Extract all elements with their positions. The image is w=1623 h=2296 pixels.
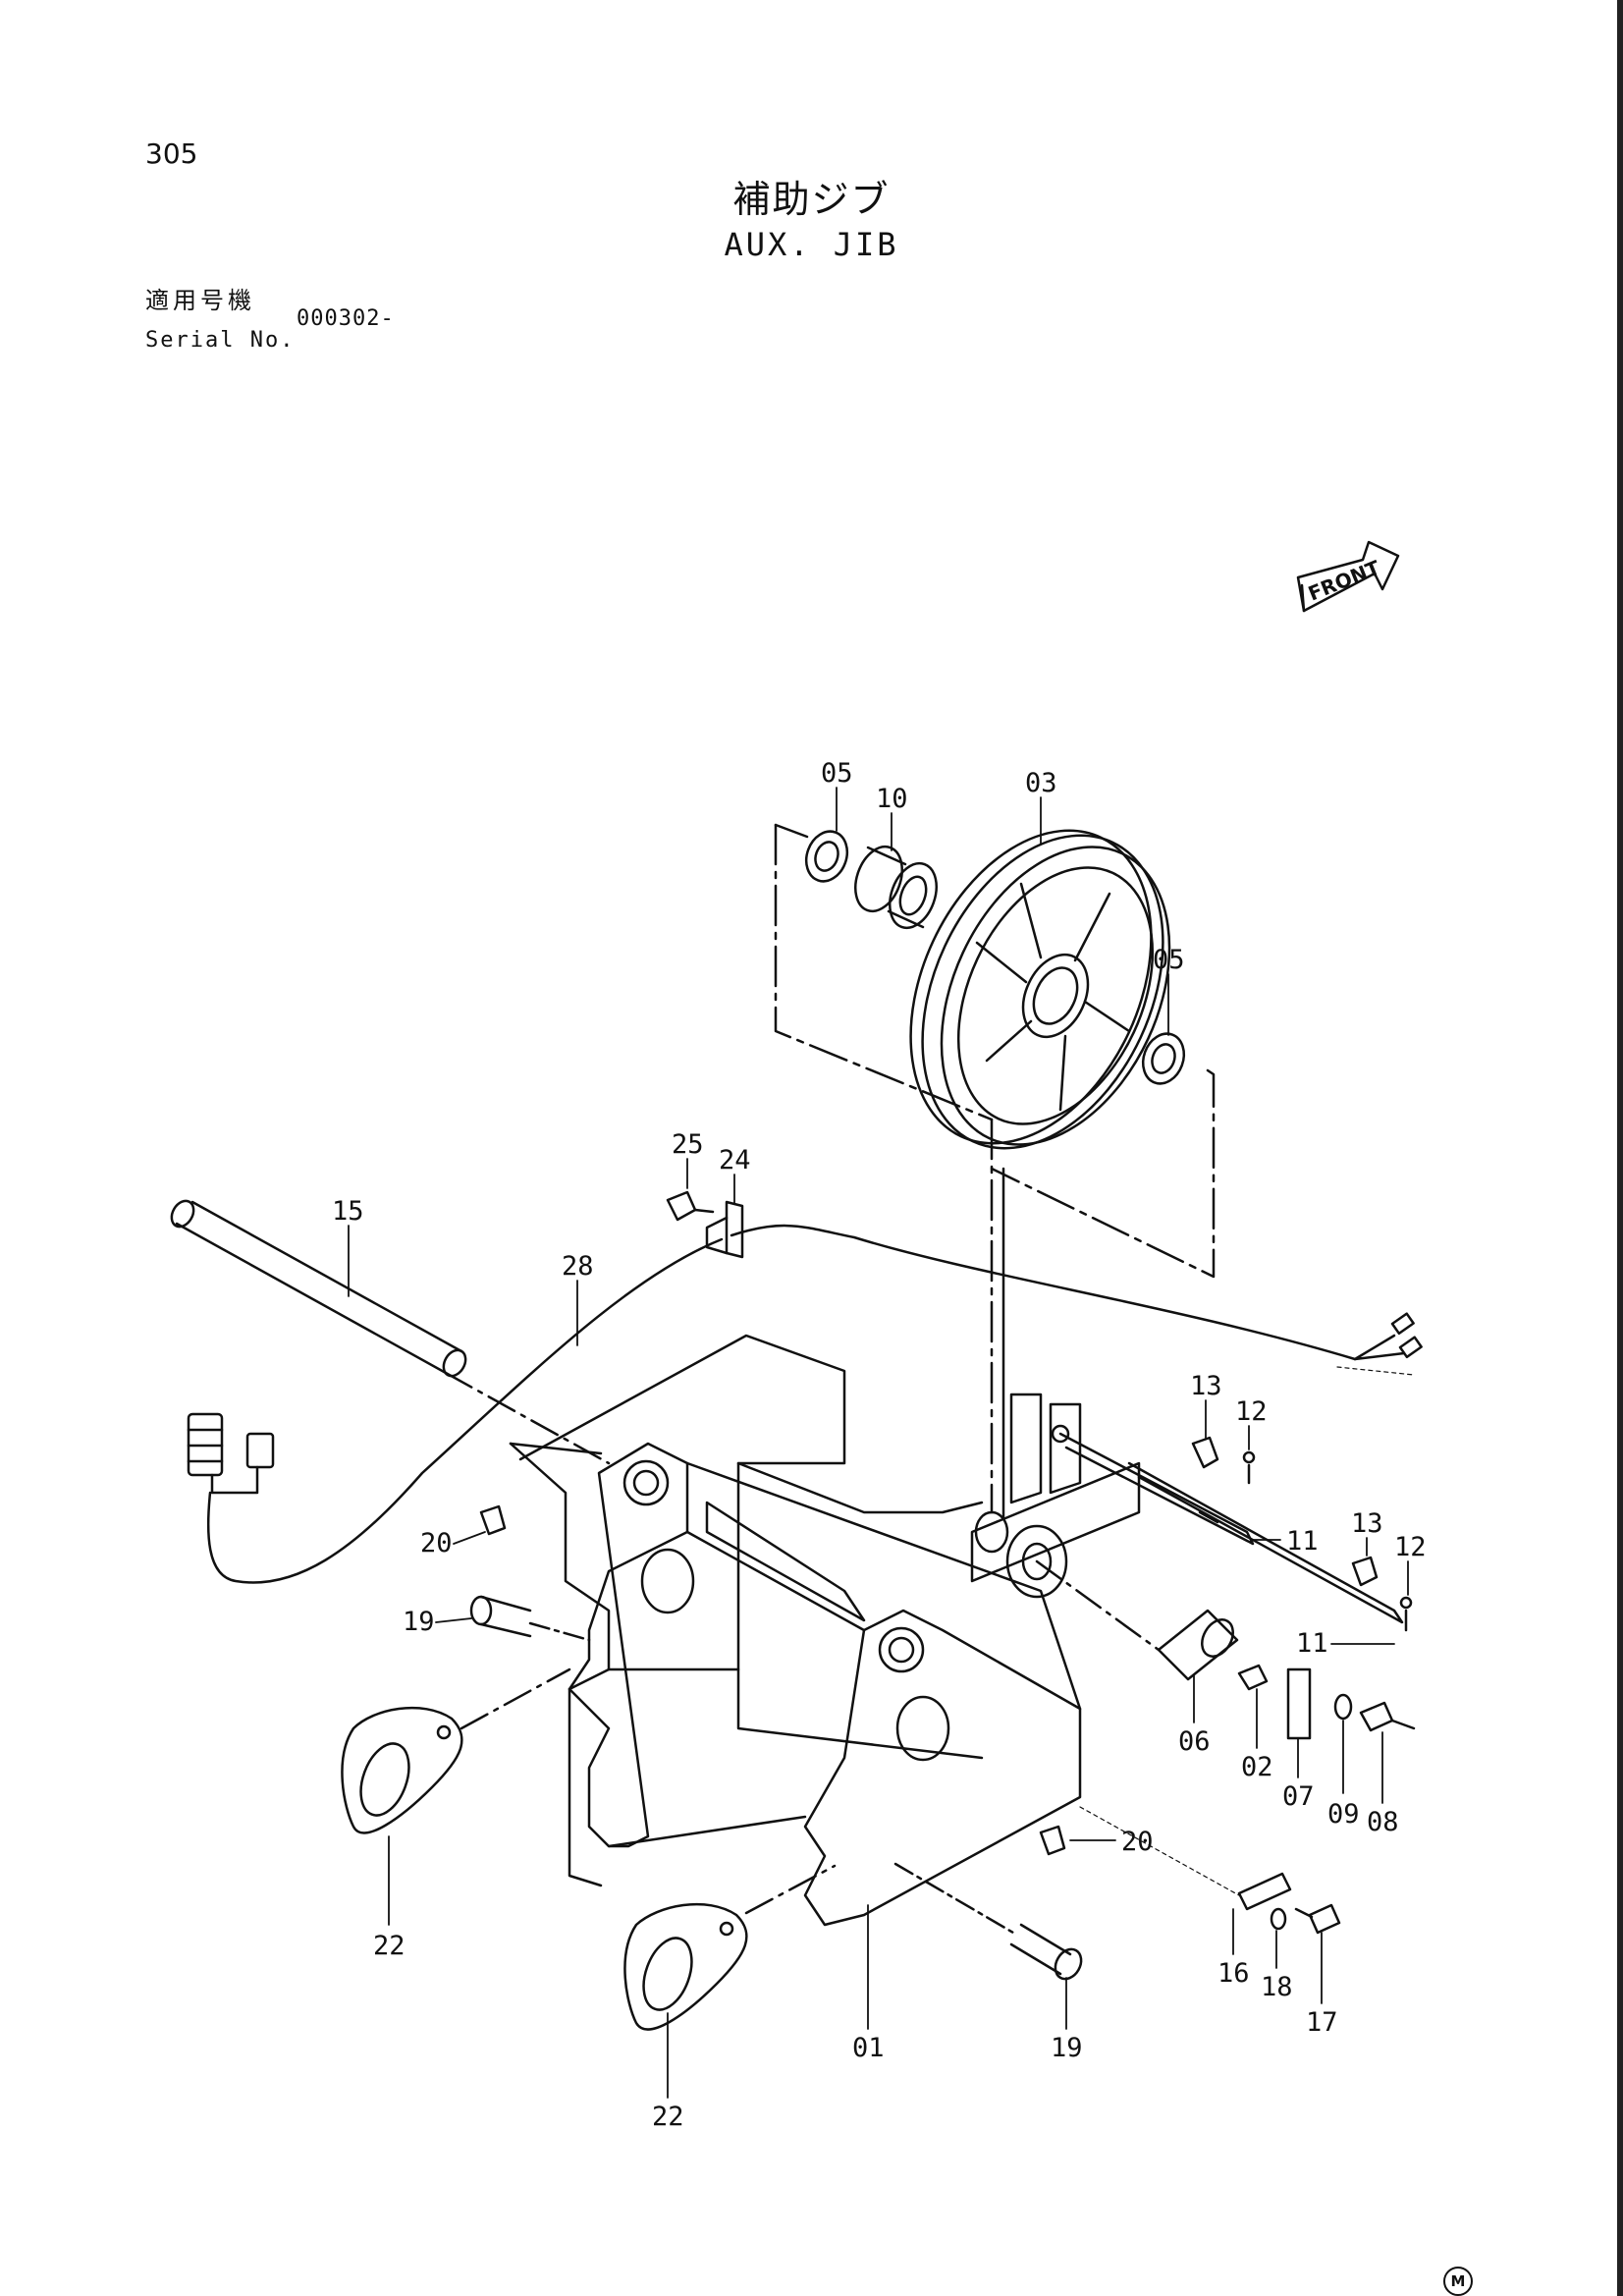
callout-12: 12 (1394, 1532, 1427, 1562)
callout-22: 22 (652, 2102, 684, 2132)
part-09-washer (1333, 1693, 1353, 1721)
serial-label-english: Serial No. (145, 328, 296, 353)
page-number: 305 (145, 137, 198, 170)
callout-03: 03 (1025, 768, 1057, 798)
callout-18: 18 (1261, 1972, 1293, 2002)
callout-19: 19 (1051, 2033, 1083, 2063)
callout-12: 12 (1235, 1396, 1268, 1427)
guide-dash (1079, 1806, 1240, 1896)
callout-05: 05 (821, 758, 853, 789)
front-label: FRONT (1305, 556, 1383, 606)
callout-16: 16 (1217, 1958, 1250, 1989)
callout-20: 20 (420, 1528, 453, 1558)
part-05-spacer-ring (804, 830, 849, 883)
callout-08: 08 (1367, 1807, 1399, 1837)
part-24-cable-clamp (705, 1200, 744, 1259)
manufacturer-mark: M (1443, 2267, 1473, 2296)
sheave-mount-bracket (970, 1393, 1141, 1599)
callout-25: 25 (672, 1129, 704, 1160)
part-01-bracket-plate-left (568, 1442, 695, 1848)
part-01-bracket-plate-right (803, 1609, 1082, 1927)
part-22-shim-left (341, 1706, 463, 1834)
callout-22: 22 (373, 1931, 406, 1961)
callout-24: 24 (719, 1145, 751, 1175)
part-16-lock-plate (1237, 1872, 1292, 1911)
callout-19: 19 (403, 1607, 435, 1637)
serial-label-japanese: 適用号機 (145, 287, 255, 314)
part-22-shim-right (623, 1902, 748, 2031)
part-20-stopper-upper (479, 1504, 507, 1536)
callout-13: 13 (1190, 1371, 1222, 1401)
callout-leaders (348, 787, 1409, 2099)
part-06-collar (1035, 1559, 1239, 1681)
callout-13: 13 (1351, 1508, 1383, 1539)
part-18-washer (1270, 1907, 1287, 1931)
part-25-bolt (666, 1190, 715, 1222)
part-05-spacer-ring-right (1141, 1032, 1186, 1085)
part-20-stopper-lower (1039, 1825, 1066, 1856)
guide-dash (744, 1864, 837, 1915)
callout-01: 01 (852, 2033, 885, 2063)
jib-frame-body (509, 1334, 984, 1887)
part-03-sheave-wheel (909, 829, 1171, 1150)
part-13-clip (1191, 1436, 1379, 1587)
part-11-pin-lower (1127, 1461, 1404, 1624)
part-08-bolt (1359, 1701, 1416, 1732)
callout-02: 02 (1241, 1752, 1273, 1782)
part-19-pin-lower (893, 1862, 1083, 1981)
page-edge-bar (1617, 0, 1623, 2296)
callout-17: 17 (1306, 2007, 1338, 2038)
part-12-split-pin (1242, 1450, 1413, 1632)
guide-dash (460, 1667, 571, 1730)
callout-05: 05 (1153, 945, 1185, 975)
part-10-bearing (854, 845, 938, 930)
part-02-grease-nipple (1237, 1664, 1269, 1691)
part-19-pin-upper (469, 1595, 591, 1642)
callout-11: 11 (1296, 1628, 1328, 1659)
jib-inner-plate (607, 1461, 1082, 1848)
sheave-group-bracket (774, 823, 1216, 1519)
callout-10: 10 (876, 784, 908, 814)
callout-28: 28 (562, 1251, 594, 1282)
part-15-long-pin (170, 1199, 611, 1465)
part-07-lock-plate (1286, 1667, 1312, 1740)
callout-09: 09 (1327, 1799, 1360, 1830)
title-japanese: 補助ジブ (732, 178, 891, 221)
part-28-cable (206, 1224, 1423, 1584)
callout-15: 15 (332, 1196, 364, 1227)
callout-07: 07 (1282, 1781, 1315, 1812)
front-arrow-icon (1296, 540, 1400, 613)
callout-labels: 05 10 03 05 25 24 15 28 13 12 11 13 12 1… (332, 758, 1427, 2132)
callout-11: 11 (1286, 1526, 1319, 1557)
serial-number-value: 000302- (297, 306, 395, 331)
callout-06: 06 (1178, 1726, 1211, 1757)
callout-20: 20 (1121, 1827, 1154, 1857)
cable-connector (187, 1412, 275, 1495)
title-english: AUX. JIB (724, 226, 899, 263)
part-17-bolt (1294, 1903, 1341, 1935)
part-11-pin-upper (1058, 1432, 1255, 1546)
